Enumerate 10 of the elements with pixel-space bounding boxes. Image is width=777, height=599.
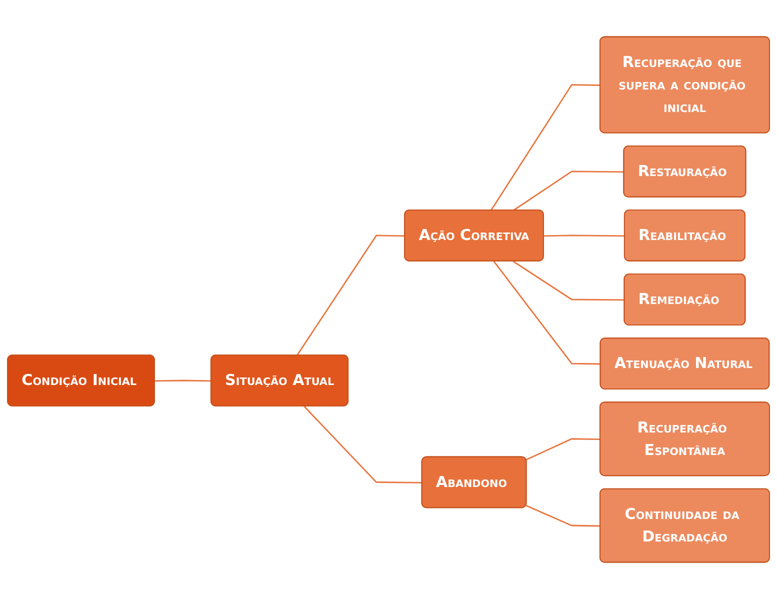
connector xyxy=(526,504,600,527)
connector xyxy=(304,406,422,484)
connector xyxy=(526,438,600,460)
connector xyxy=(154,380,212,382)
connector xyxy=(512,170,624,212)
connector xyxy=(296,234,406,356)
connector xyxy=(493,260,601,365)
connector xyxy=(544,234,625,237)
connector xyxy=(490,84,600,211)
connector xyxy=(512,260,625,301)
